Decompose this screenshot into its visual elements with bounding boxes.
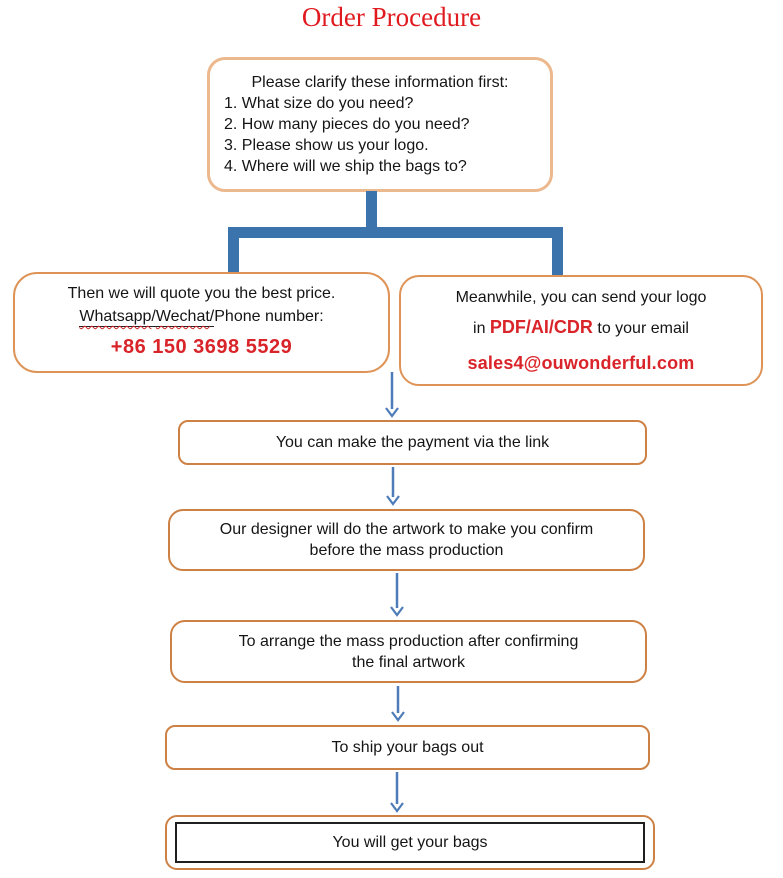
- clarify-item-3: 3. Please show us your logo.: [224, 137, 429, 154]
- connector-right-drop: [552, 232, 563, 277]
- quote-price-box: Then we will quote you the best price. W…: [13, 272, 390, 373]
- whatsapp-label: Whatsapp: [79, 308, 152, 325]
- connector-horizontal-bar: [228, 227, 563, 238]
- email-address: sales4@ouwonderful.com: [467, 353, 695, 373]
- clarify-heading: Please clarify these information first:: [251, 74, 509, 91]
- slash: /: [151, 308, 156, 325]
- phone-label: Phone number:: [214, 308, 324, 325]
- flow-arrow-1: [385, 372, 399, 418]
- artwork-step-line1: Our designer will do the artwork to make…: [219, 521, 594, 538]
- ship-step-box: To ship your bags out: [165, 725, 650, 770]
- connector-stem: [366, 191, 377, 232]
- receive-step-inner-frame: You will get your bags: [175, 822, 645, 863]
- formats-prefix: in: [473, 320, 490, 337]
- flow-arrow-2: [386, 467, 400, 506]
- production-step-line2: the final artwork: [352, 653, 465, 671]
- flow-arrow-3: [390, 573, 404, 617]
- ship-step-label: To ship your bags out: [331, 739, 484, 756]
- clarify-item-2: 2. How many pieces do you need?: [224, 116, 470, 133]
- clarify-info-box: Please clarify these information first: …: [207, 57, 553, 192]
- artwork-step-box: Our designer will do the artwork to make…: [168, 509, 645, 571]
- production-step-line1: To arrange the mass production after con…: [238, 632, 579, 650]
- slash: /: [209, 308, 215, 325]
- flow-arrow-5: [390, 772, 404, 813]
- contact-line: Whatsapp/Wechat/Phone number:: [79, 306, 324, 328]
- receive-step-box: You will get your bags: [165, 815, 655, 870]
- artwork-step-line2: before the mass production: [309, 542, 504, 559]
- page-title: Order Procedure: [301, 2, 482, 32]
- flow-arrow-4: [391, 686, 405, 722]
- logo-line: Meanwhile, you can send your logo: [455, 289, 707, 306]
- file-formats: PDF/AI/CDR: [489, 317, 593, 337]
- formats-line: in PDF/AI/CDR to your email: [473, 315, 689, 341]
- quote-line: Then we will quote you the best price.: [67, 285, 336, 302]
- formats-suffix: to your email: [592, 320, 689, 337]
- receive-step-label: You will get your bags: [332, 833, 488, 851]
- clarify-item-4: 4. Where will we ship the bags to?: [224, 158, 467, 175]
- payment-step-box: You can make the payment via the link: [178, 420, 647, 465]
- wechat-label: Wechat: [155, 308, 210, 325]
- phone-number: +86 150 3698 5529: [110, 336, 293, 358]
- connector-left-drop: [228, 232, 239, 274]
- payment-step-label: You can make the payment via the link: [275, 434, 550, 451]
- send-logo-box: Meanwhile, you can send your logo in PDF…: [399, 275, 763, 386]
- production-step-box: To arrange the mass production after con…: [170, 620, 647, 683]
- clarify-item-1: 1. What size do you need?: [224, 95, 414, 112]
